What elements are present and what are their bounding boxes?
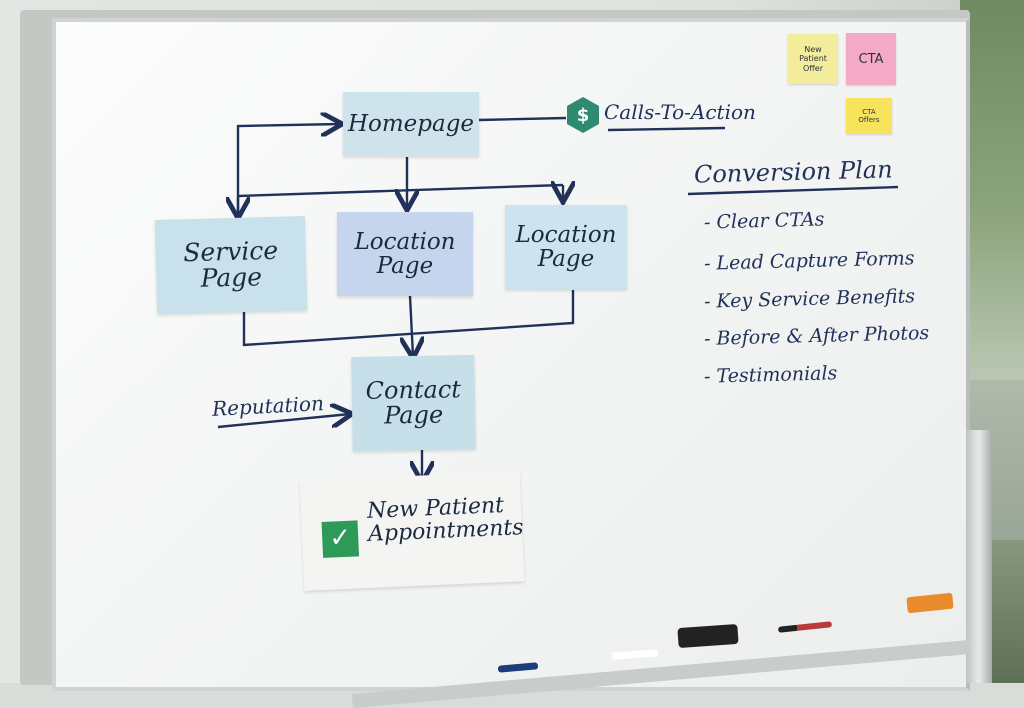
contact-page-card: Contact Page (351, 354, 476, 452)
location-page-card-2: Location Page (505, 205, 627, 289)
line-home-to-cta (478, 116, 567, 122)
line-merge (242, 290, 575, 347)
checkmark-icon: ✓ (321, 520, 360, 558)
location-page-label-2: Location Page (515, 221, 617, 272)
service-page-card: Service Page (154, 216, 308, 314)
homepage-card: Homepage (343, 92, 479, 156)
sticky-note-cta: CTA (846, 33, 896, 85)
homepage-label: Homepage (347, 110, 475, 137)
location-page-label-1: Location Page (354, 228, 456, 279)
sticky-note-cta-small: CTA Offers (846, 98, 892, 134)
plan-item: - Clear CTAs (703, 208, 825, 234)
dollar-symbol: $ (576, 104, 590, 126)
arrow-service-to-home (236, 124, 340, 215)
service-page-label: Service Page (182, 235, 279, 293)
whiteboard-stand (966, 430, 992, 683)
plan-item: - Testimonials (703, 362, 838, 388)
line-branch (237, 183, 564, 198)
eraser (677, 623, 739, 649)
conversion-plan-title: Conversion Plan (693, 155, 893, 189)
arrow-to-contact (410, 295, 413, 356)
flow-arrows (217, 0, 899, 683)
calls-to-action-label: Calls-To-Action (604, 100, 756, 124)
appointments-card: ✓ New Patient Appointments (299, 471, 525, 591)
sticky-note-offer: New Patient Offer (788, 34, 838, 84)
plan-underline (687, 185, 899, 196)
cta-underline (607, 126, 726, 132)
location-page-card-1: Location Page (337, 212, 473, 296)
contact-page-label: Contact Page (365, 374, 462, 430)
appointments-label: New Patient Appointments (366, 492, 525, 547)
arrow-reputation (217, 414, 350, 429)
